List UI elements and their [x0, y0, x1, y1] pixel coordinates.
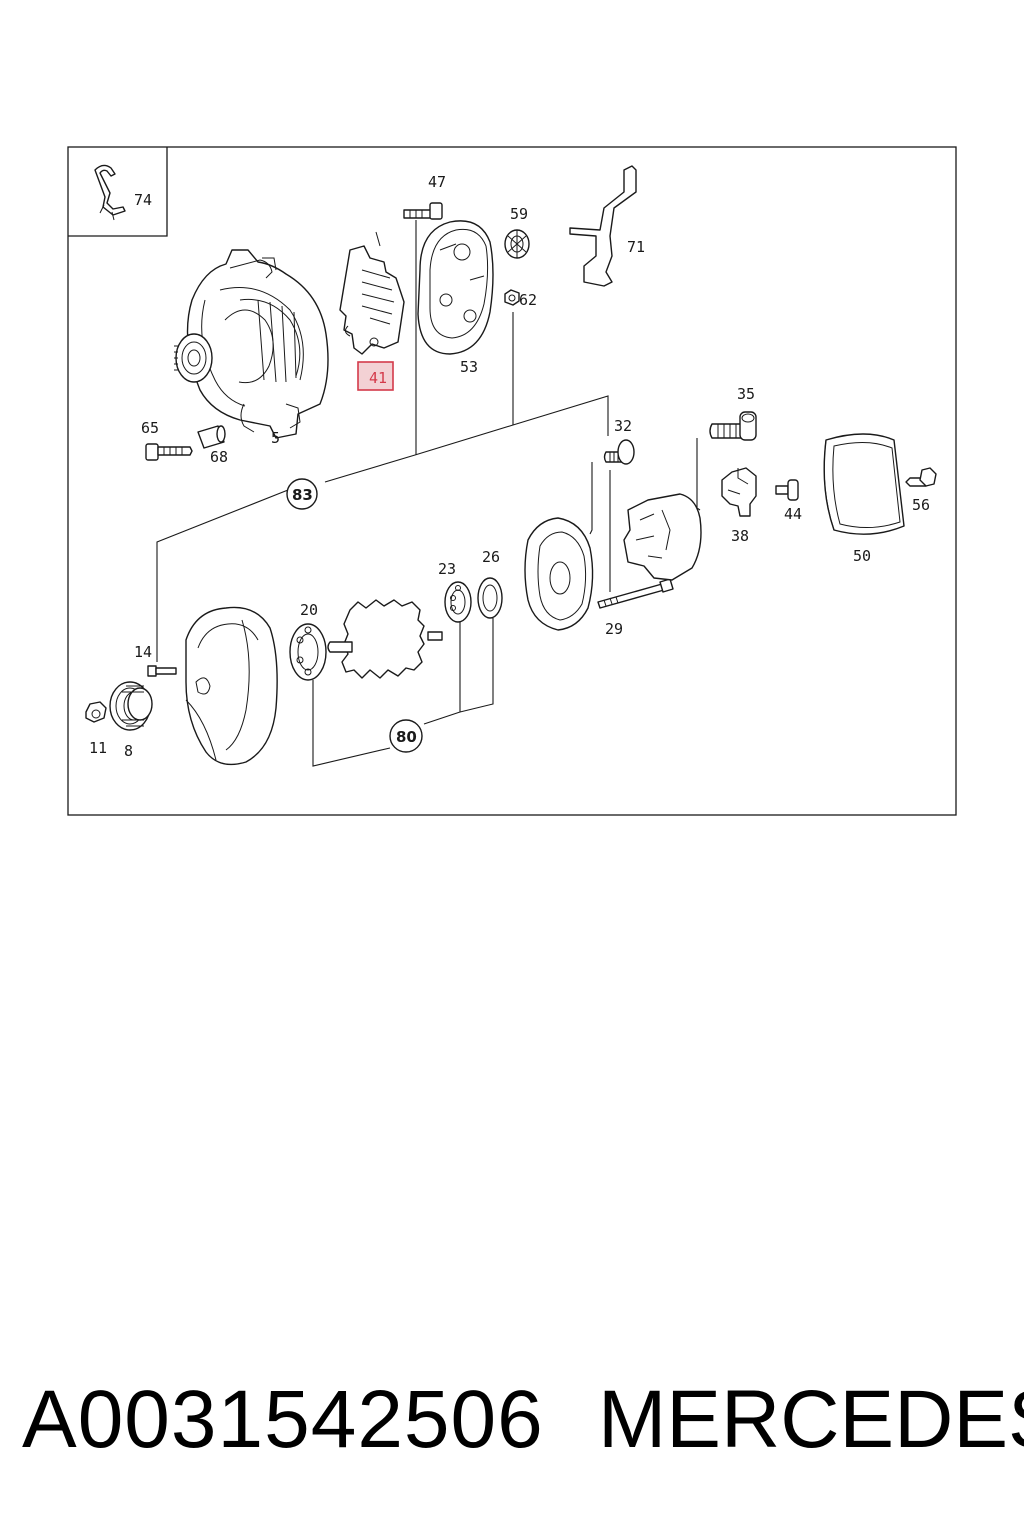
footer: A0031542506 MERCEDES [0, 1370, 1024, 1470]
leader-lines [156, 220, 701, 767]
callout-53: 53 [460, 358, 478, 376]
callout-65: 65 [141, 419, 159, 437]
part-65-bolt[interactable] [145, 443, 193, 461]
callout-11: 11 [89, 739, 107, 757]
callout-35: 35 [737, 385, 755, 403]
part-20-bearing[interactable] [289, 623, 327, 681]
callout-62: 62 [519, 291, 537, 309]
callout-41-highlight[interactable] [357, 361, 394, 391]
part-68-sleeve[interactable] [197, 425, 226, 449]
part-59-cap[interactable] [504, 229, 530, 259]
part-62-nut[interactable] [504, 289, 520, 306]
callout-59: 59 [510, 205, 528, 223]
part-8-pulley[interactable] [109, 681, 153, 731]
part-drive-end[interactable] [524, 517, 594, 631]
callout-38: 38 [731, 527, 749, 545]
callout-44: 44 [784, 505, 802, 523]
part-rectifier[interactable] [623, 493, 702, 581]
part-26-ring[interactable] [477, 577, 503, 619]
part-5-alternator[interactable] [174, 249, 329, 439]
callout-80: 80 [396, 728, 417, 746]
callout-32: 32 [614, 417, 632, 435]
part-front-housing[interactable] [185, 606, 278, 766]
inset-box [68, 147, 168, 237]
part-rotor[interactable] [327, 599, 443, 679]
callout-83: 83 [292, 486, 313, 504]
callout-74: 74 [134, 191, 152, 209]
callout-20: 20 [300, 601, 318, 619]
callout-83-circle: 83 [286, 478, 318, 510]
callout-8: 8 [124, 742, 133, 760]
part-47-bolt[interactable] [403, 202, 443, 220]
callout-71: 71 [627, 238, 645, 256]
callout-47: 47 [428, 173, 446, 191]
part-53-cover[interactable] [417, 220, 494, 355]
callout-50: 50 [853, 547, 871, 565]
part-44-screw[interactable] [775, 479, 799, 501]
callout-41: 41 [369, 369, 387, 387]
part-74-clip[interactable] [94, 164, 126, 221]
part-38-terminal[interactable] [721, 467, 757, 517]
brand-name: MERCEDES [598, 1374, 1024, 1465]
part-11-nut[interactable] [85, 701, 107, 723]
callout-23: 23 [438, 560, 456, 578]
part-35-bolt[interactable] [709, 411, 757, 441]
callout-68: 68 [210, 448, 228, 466]
part-56-screw[interactable] [905, 467, 937, 487]
callout-5: 5 [271, 429, 280, 447]
part-32-screw[interactable] [603, 439, 635, 465]
callout-29: 29 [605, 620, 623, 638]
part-50-cap[interactable] [823, 433, 905, 535]
part-number: A0031542506 [22, 1374, 544, 1465]
part-71-bracket[interactable] [569, 165, 637, 287]
part-41-regulator[interactable] [339, 231, 405, 355]
part-14-screw[interactable] [147, 665, 177, 677]
callout-14: 14 [134, 643, 152, 661]
diagram-frame [67, 146, 957, 816]
part-29-bolt[interactable] [597, 578, 674, 609]
callout-80-circle: 80 [389, 719, 423, 753]
part-23-bearing[interactable] [444, 581, 472, 623]
callout-56: 56 [912, 496, 930, 514]
callout-26: 26 [482, 548, 500, 566]
exploded-parts-diagram: 74 5 65 68 41 47 [67, 146, 957, 816]
